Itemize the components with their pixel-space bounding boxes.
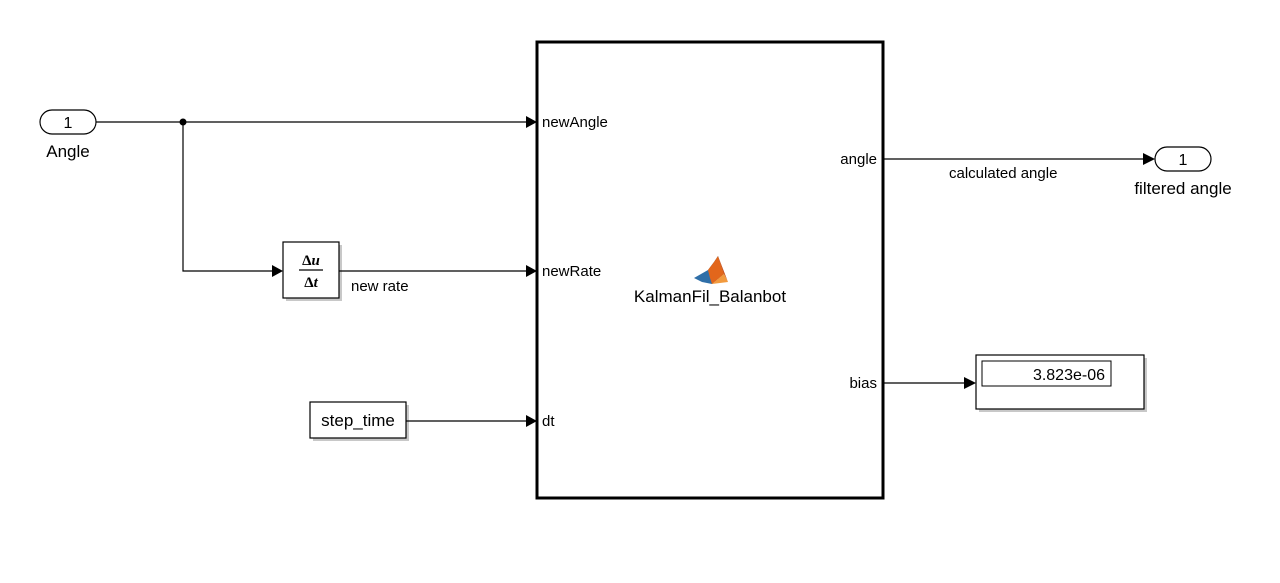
matlab-function-block[interactable]: newAngle newRate dt angle bias KalmanFil… (535, 40, 885, 500)
inport-number: 1 (64, 115, 73, 132)
derivative-numerator: Δu (302, 253, 320, 269)
matlab-logo-icon (694, 256, 728, 284)
arrowhead-derivative (272, 265, 283, 277)
inport-label: Angle (46, 142, 89, 161)
display-block[interactable]: 3.823e-06 (975, 354, 1147, 412)
derivative-block[interactable]: Δu Δt (282, 241, 342, 301)
input-port-newangle: newAngle (542, 114, 608, 131)
output-port-bias: bias (849, 375, 877, 392)
constant-label: step_time (321, 411, 395, 430)
outport-number: 1 (1179, 152, 1188, 169)
input-port-newrate: newRate (542, 263, 601, 280)
signal-line-branch[interactable] (182, 122, 273, 272)
function-block-name: KalmanFil_Balanbot (634, 287, 786, 306)
outport-filtered-angle[interactable]: 1 (1154, 146, 1212, 172)
signal-label-new-rate: new rate (351, 278, 409, 295)
inport-angle[interactable]: 1 (39, 109, 97, 135)
arrowhead-newrate (526, 265, 537, 277)
outport-label: filtered angle (1134, 179, 1231, 198)
arrowhead-dt (526, 415, 537, 427)
signal-label-calculated-angle: calculated angle (949, 165, 1057, 182)
input-port-dt: dt (542, 413, 555, 430)
constant-block-step-time[interactable]: step_time (309, 401, 409, 441)
arrowhead-newangle (526, 116, 537, 128)
output-port-angle: angle (840, 151, 877, 168)
derivative-denominator: Δt (304, 275, 318, 291)
arrowhead-outport (1143, 153, 1155, 165)
display-value: 3.823e-06 (1033, 367, 1105, 384)
arrowhead-display (964, 377, 976, 389)
